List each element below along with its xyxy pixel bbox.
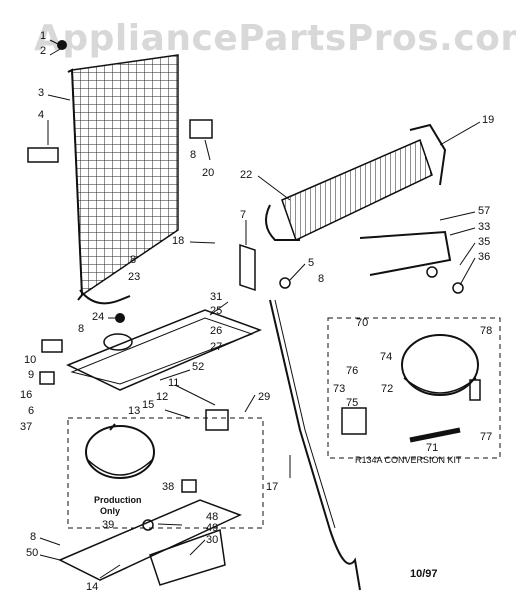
- callout: 8: [30, 531, 37, 543]
- callout: 30: [206, 534, 219, 546]
- callout: 5: [308, 257, 315, 269]
- callout: 57: [478, 205, 491, 217]
- callout: 1: [40, 30, 47, 42]
- callout: 73: [333, 383, 346, 395]
- callout: 37: [20, 421, 33, 433]
- callout: 31: [210, 291, 223, 303]
- callout: 50: [26, 547, 39, 559]
- compressor-kit: [401, 334, 481, 401]
- callout: 4: [38, 109, 45, 121]
- callout: 16: [20, 389, 33, 401]
- production-callout: 39: [102, 519, 115, 531]
- base-plate: [58, 499, 242, 586]
- callout: 2: [40, 45, 47, 57]
- callout: 23: [128, 271, 141, 283]
- callout: 8: [190, 149, 197, 161]
- callout: 8: [78, 323, 85, 335]
- date-code: 10/97: [410, 568, 438, 580]
- callout: 72: [381, 383, 394, 395]
- production-note-line2: Only: [100, 506, 121, 516]
- callout: 15: [142, 399, 155, 411]
- callout: 12: [156, 391, 169, 403]
- callout: 14: [86, 581, 99, 593]
- callout: 77: [480, 431, 493, 443]
- callout: 33: [478, 221, 491, 233]
- callout: 36: [478, 251, 491, 263]
- callout: 6: [28, 405, 35, 417]
- callout: 24: [92, 311, 105, 323]
- callout: 9: [28, 369, 35, 381]
- production-note-line1: Production: [94, 495, 142, 505]
- callout: 25: [210, 305, 223, 317]
- evaporator-coil: [265, 123, 452, 276]
- callout: 29: [258, 391, 271, 403]
- callout: 8: [130, 254, 137, 266]
- drain-pan: [66, 309, 263, 391]
- callout: 13: [128, 405, 141, 417]
- callout: 26: [210, 325, 223, 337]
- callout: 49: [206, 522, 219, 534]
- callout: 27: [210, 341, 223, 353]
- callout: 17: [266, 481, 279, 493]
- callout: 20: [202, 167, 215, 179]
- callout: 71: [426, 442, 439, 454]
- condenser-coil: [67, 54, 179, 305]
- watermark: AppliancePartsPros.com: [34, 18, 516, 59]
- callout: 70: [356, 317, 369, 329]
- callout: 10: [24, 354, 37, 366]
- kit-label: R134A CONVERSION KIT: [355, 455, 462, 465]
- callout: 75: [346, 397, 359, 409]
- callout: 3: [38, 87, 45, 99]
- callout: 8: [318, 273, 325, 285]
- production-note: Production Only: [94, 495, 142, 517]
- callout: 38: [162, 481, 175, 493]
- callout: 11: [168, 377, 180, 389]
- callout: 35: [478, 236, 491, 248]
- callout: 7: [240, 209, 247, 221]
- callout: 18: [172, 235, 185, 247]
- callout: 52: [192, 361, 205, 373]
- callout: 48: [206, 511, 219, 523]
- callout: 78: [480, 325, 493, 337]
- callout: 19: [482, 114, 495, 126]
- compressor-left: [85, 423, 155, 479]
- callout: 76: [346, 365, 359, 377]
- callout: 74: [380, 351, 393, 363]
- callout: 22: [240, 169, 253, 181]
